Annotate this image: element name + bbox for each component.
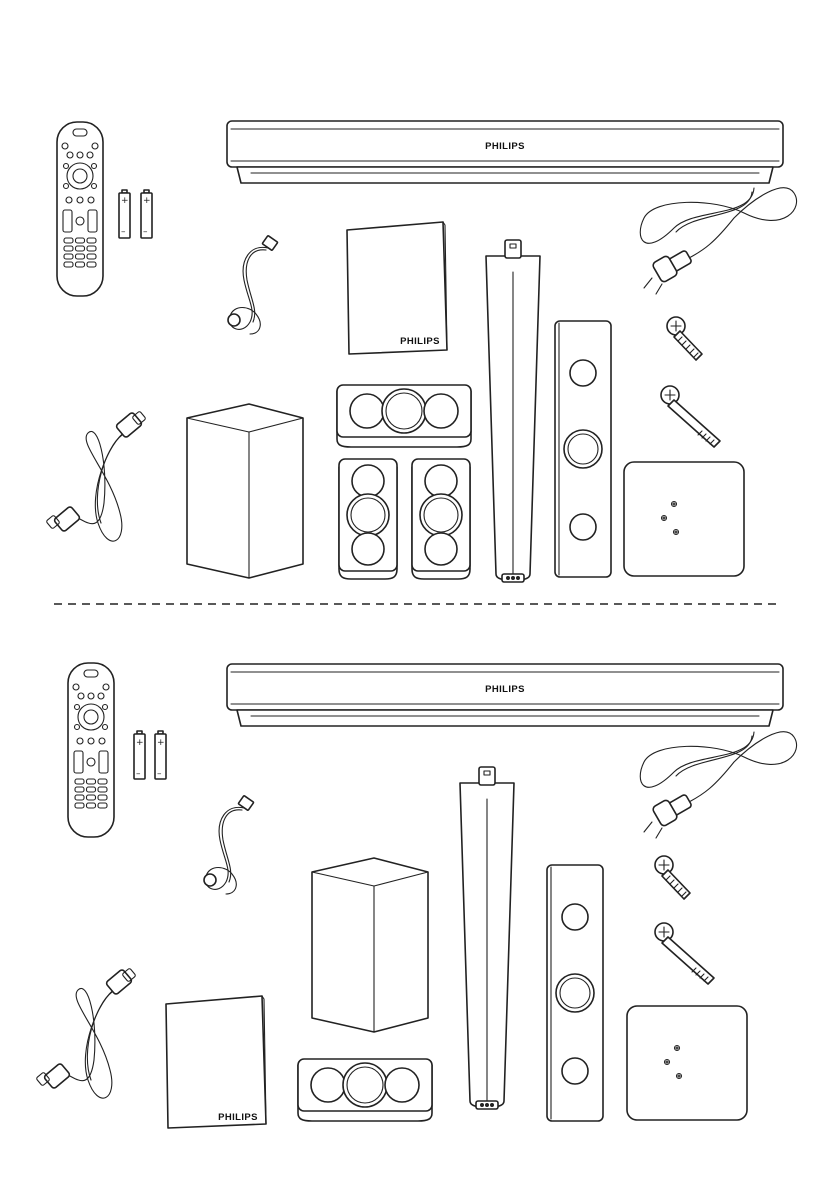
- manual-brand-label: PHILIPS: [400, 336, 440, 347]
- battery-negative-label: –: [136, 769, 141, 779]
- battery-positive-label: +: [143, 196, 151, 206]
- main-unit-brand-label: PHILIPS: [485, 684, 525, 695]
- subwoofer-icon: [187, 404, 303, 578]
- hdmi-cable-icon: [36, 968, 136, 1098]
- short-screw-icon: [655, 856, 690, 899]
- remote-control-icon: [57, 122, 103, 296]
- battery-positive-label: +: [121, 196, 129, 206]
- top-section: + + – – PHILIPS PHILIPS: [46, 121, 797, 582]
- front-speaker-icon: [555, 321, 611, 577]
- speaker-base-plate-icon: [624, 462, 744, 576]
- subwoofer-icon: [312, 858, 428, 1032]
- satellite-speaker-icon: [339, 459, 397, 579]
- floor-speaker-stand-icon: [460, 767, 514, 1109]
- fm-antenna-icon: [228, 235, 278, 334]
- power-cord-icon: [640, 732, 796, 838]
- center-speaker-icon: [298, 1059, 432, 1121]
- user-manual-icon: PHILIPS: [347, 222, 447, 354]
- batteries-icon: + + – –: [119, 190, 152, 238]
- short-screw-icon: [667, 317, 702, 360]
- battery-negative-label: –: [143, 227, 148, 237]
- bottom-section: + + – – PHILIPS PHILIPS: [36, 663, 797, 1128]
- battery-negative-label: –: [121, 227, 126, 237]
- battery-negative-label: –: [157, 769, 162, 779]
- speaker-base-plate-icon: [627, 1006, 747, 1120]
- battery-positive-label: +: [136, 738, 144, 748]
- battery-positive-label: +: [157, 738, 165, 748]
- power-cord-icon: [640, 188, 796, 294]
- fm-antenna-icon: [204, 795, 254, 894]
- long-screw-icon: [661, 386, 720, 447]
- front-speaker-icon: [547, 865, 603, 1121]
- floor-speaker-stand-icon: [486, 240, 540, 582]
- batteries-icon: + + – –: [134, 731, 166, 779]
- user-manual-icon: PHILIPS: [166, 996, 266, 1128]
- center-speaker-icon: [337, 385, 471, 447]
- main-unit-icon: PHILIPS: [227, 664, 783, 726]
- satellite-speaker-icon: [412, 459, 470, 579]
- remote-control-icon: [68, 663, 114, 837]
- hdmi-cable-icon: [46, 411, 146, 541]
- main-unit-icon: PHILIPS: [227, 121, 783, 183]
- long-screw-icon: [655, 923, 714, 984]
- manual-brand-label: PHILIPS: [218, 1112, 258, 1123]
- main-unit-brand-label: PHILIPS: [485, 141, 525, 152]
